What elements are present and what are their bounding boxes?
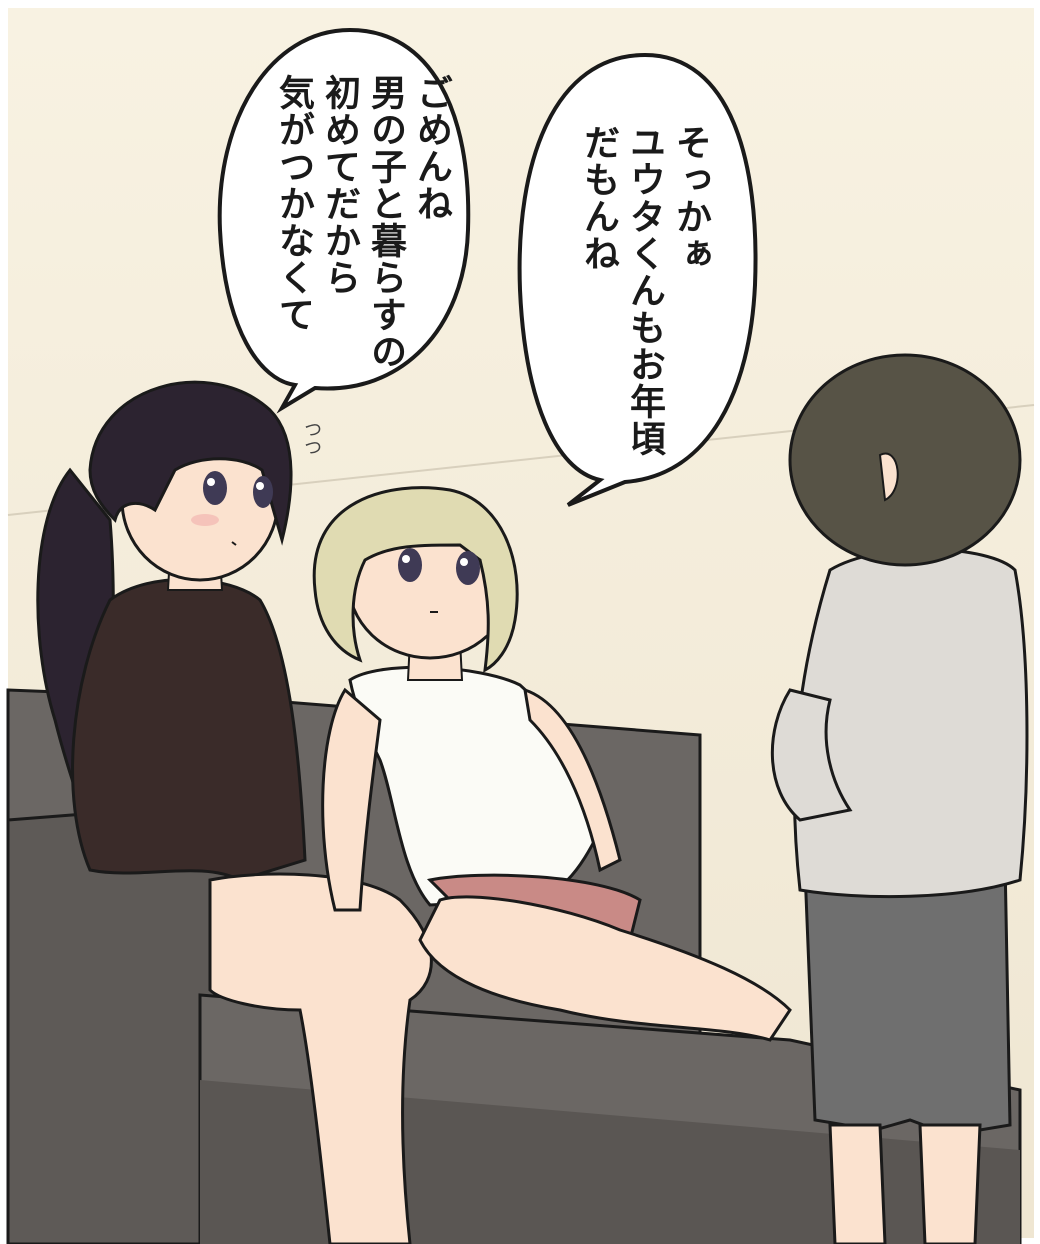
- arm-middle-girl: [321, 687, 382, 912]
- hoodie-sleeve: [770, 688, 853, 822]
- speech-line: 初めてだから: [319, 74, 360, 296]
- speech-line: ユウタくんもお年頃: [624, 124, 665, 457]
- blush: [191, 514, 219, 526]
- speech-line: そっかぁ: [670, 124, 711, 272]
- speech-line: だもんね: [578, 124, 619, 272]
- legs-boy: [918, 1123, 982, 1244]
- sweater: [71, 577, 307, 882]
- head-boy: [788, 353, 1022, 567]
- sweat-sfx: つつ: [301, 420, 322, 456]
- hair-left-girl: [88, 380, 293, 546]
- legs-middle-girl: [418, 895, 792, 1042]
- ear-boy: [878, 452, 899, 502]
- speech-text-left: ごめんね男の子と暮らすの初めてだから気がつかなくて: [270, 74, 454, 374]
- eye-shine: [460, 558, 468, 566]
- arm-middle-girl: [523, 687, 622, 873]
- legs-left-girl: [208, 872, 433, 1244]
- speech-line: 男の子と暮らすの: [365, 74, 406, 370]
- mouth: [231, 541, 237, 546]
- speech-bubble-right: [517, 52, 758, 507]
- legs-boy: [828, 1123, 887, 1244]
- speech-bubble-left: [217, 27, 471, 414]
- speech-line: ごめんね: [411, 74, 452, 222]
- speech-text-right: そっかぁユウタくんもお年頃だもんね: [575, 124, 713, 457]
- eye-shine: [207, 478, 215, 486]
- hair-middle-girl: [312, 486, 519, 673]
- speech-line: 気がつかなくて: [273, 74, 314, 333]
- eye-shine: [256, 482, 264, 490]
- eye-shine: [402, 555, 410, 563]
